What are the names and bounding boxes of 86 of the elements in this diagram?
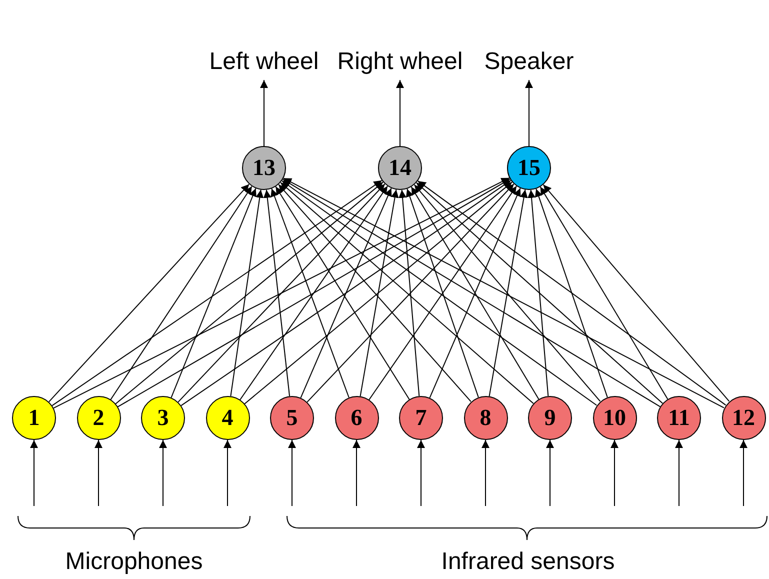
neuron-circle: [592, 396, 636, 440]
arrow: [260, 80, 268, 146]
neuron-number: 12: [732, 405, 755, 431]
arrow: [53, 177, 510, 409]
neuron-circle: [270, 396, 314, 440]
arrow: [30, 440, 38, 506]
arrow: [410, 186, 540, 400]
neuron-circle: [464, 396, 508, 440]
arrow: [283, 178, 724, 408]
neuron-circle: [141, 396, 185, 440]
arrow: [406, 188, 479, 398]
neuron-number: 8: [480, 405, 492, 431]
neuron-number: 4: [222, 405, 234, 431]
neuron-number: 11: [668, 405, 690, 431]
neuron-circle: [507, 146, 551, 190]
neuron-circle: [722, 396, 766, 440]
arrow: [534, 188, 608, 398]
group-label: Microphones: [65, 548, 203, 576]
neuron-number: 7: [415, 405, 427, 431]
arrow: [398, 189, 420, 397]
arrow: [180, 180, 512, 406]
neuron-circle: [657, 396, 701, 440]
neuron-circle: [206, 396, 250, 440]
arrow: [281, 180, 598, 406]
arrow: [417, 440, 425, 506]
group-label: Infrared sensors: [441, 548, 615, 576]
neuron-number: 9: [544, 405, 556, 431]
arrow: [94, 440, 102, 506]
arrow: [482, 440, 490, 506]
arrow: [675, 440, 683, 506]
arrow: [540, 186, 668, 400]
neuron-number: 1: [28, 405, 40, 431]
arrow: [275, 186, 410, 400]
arrow: [306, 183, 514, 403]
arrow: [360, 189, 399, 397]
arrow: [525, 80, 533, 146]
arrow: [528, 189, 549, 397]
arrow: [288, 440, 296, 506]
neuron-circle: [242, 146, 286, 190]
neuron-number: 10: [603, 405, 626, 431]
output-name: Left wheel: [209, 47, 319, 77]
neuron-number: 2: [92, 405, 104, 431]
neuron-number: 6: [350, 405, 362, 431]
arrow: [224, 440, 232, 506]
arrow: [280, 182, 534, 404]
neuron-circle: [76, 396, 120, 440]
arrow: [740, 440, 748, 506]
arrow: [263, 189, 290, 397]
arrow: [542, 184, 730, 402]
arrow: [114, 182, 384, 404]
arrow: [300, 188, 392, 398]
arrow: [240, 186, 388, 400]
neuron-number: 15: [518, 155, 540, 181]
arrow: [110, 186, 252, 400]
arrow: [244, 182, 513, 404]
arrow: [414, 184, 601, 402]
neuron-number: 3: [157, 405, 169, 431]
arrow: [610, 440, 618, 506]
neuron-circle: [334, 396, 378, 440]
arrow: [417, 180, 726, 406]
output-name: Right wheel: [337, 47, 463, 77]
arrow: [178, 183, 386, 403]
arrow: [352, 440, 360, 506]
neuron-circle: [528, 396, 572, 440]
arrow: [170, 188, 256, 398]
arrow: [368, 186, 517, 400]
neuron-circle: [378, 146, 422, 190]
arrow: [117, 178, 510, 408]
neuron-number: 5: [286, 405, 298, 431]
arrow: [52, 180, 382, 406]
neuron-number: 13: [252, 155, 276, 181]
neuron-circle: [399, 396, 443, 440]
arrow: [270, 188, 350, 398]
neuron-circle: [12, 396, 56, 440]
arrow: [278, 184, 472, 402]
arrow: [429, 188, 521, 398]
arrow: [416, 182, 664, 404]
arrow: [159, 440, 167, 506]
neuron-number: 14: [388, 155, 412, 181]
arrow: [488, 189, 528, 397]
arrow: [396, 80, 404, 146]
arrow: [282, 178, 661, 408]
arrow: [48, 184, 250, 402]
arrow: [546, 440, 554, 506]
arrow: [230, 189, 264, 397]
output-name: Speaker: [484, 47, 574, 77]
